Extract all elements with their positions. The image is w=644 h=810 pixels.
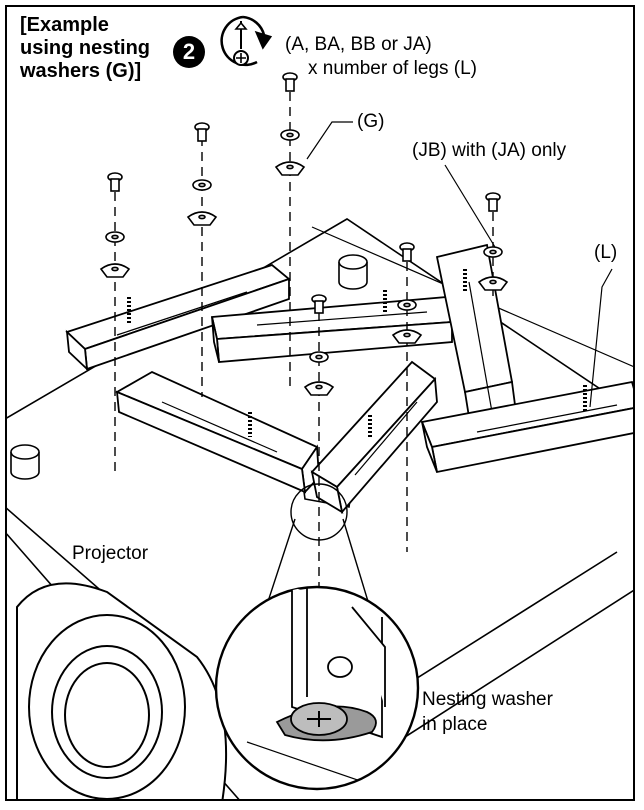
threaded-rods <box>127 269 587 439</box>
bracket-leg-1 <box>65 263 291 372</box>
screw-stack-5 <box>391 242 423 344</box>
bracket-leg-4 <box>310 360 438 514</box>
assembly-illustration <box>7 15 633 799</box>
title-line-2: using nesting <box>20 37 150 59</box>
title-line-1: [Example <box>20 14 109 36</box>
screw-stack-3 <box>274 72 306 176</box>
detail-magnifier <box>214 585 420 791</box>
bracket-leg-3 <box>114 370 320 495</box>
washer-g-label: (G) <box>357 111 385 132</box>
bracket-leg-6 <box>420 380 633 474</box>
bracket-leg-2 <box>210 296 454 363</box>
projector-lens <box>16 582 228 799</box>
callout-line-1: Nesting washer <box>422 689 553 710</box>
screw-stack-4 <box>303 294 335 396</box>
screwdriver-clockwise-icon <box>220 15 273 67</box>
screw-multiplier-label: x number of legs (L) <box>308 58 477 79</box>
screw-stack-6 <box>477 192 509 291</box>
diagram-frame: [Example using nesting washers (G)] 2 (A… <box>5 5 635 801</box>
screw-options-label: (A, BA, BB or JA) <box>285 34 432 55</box>
callout-line-2: in place <box>422 714 488 735</box>
step-number-badge: 2 <box>173 36 205 68</box>
projector-foot <box>10 254 368 480</box>
screw-stack-1 <box>99 172 131 278</box>
projector-label: Projector <box>72 543 149 564</box>
title-line-3: washers (G)] <box>20 60 142 82</box>
jb-washer-label: (JB) with (JA) only <box>412 140 567 161</box>
leg-l-label: (L) <box>594 242 618 263</box>
screw-stack-2 <box>186 122 218 226</box>
